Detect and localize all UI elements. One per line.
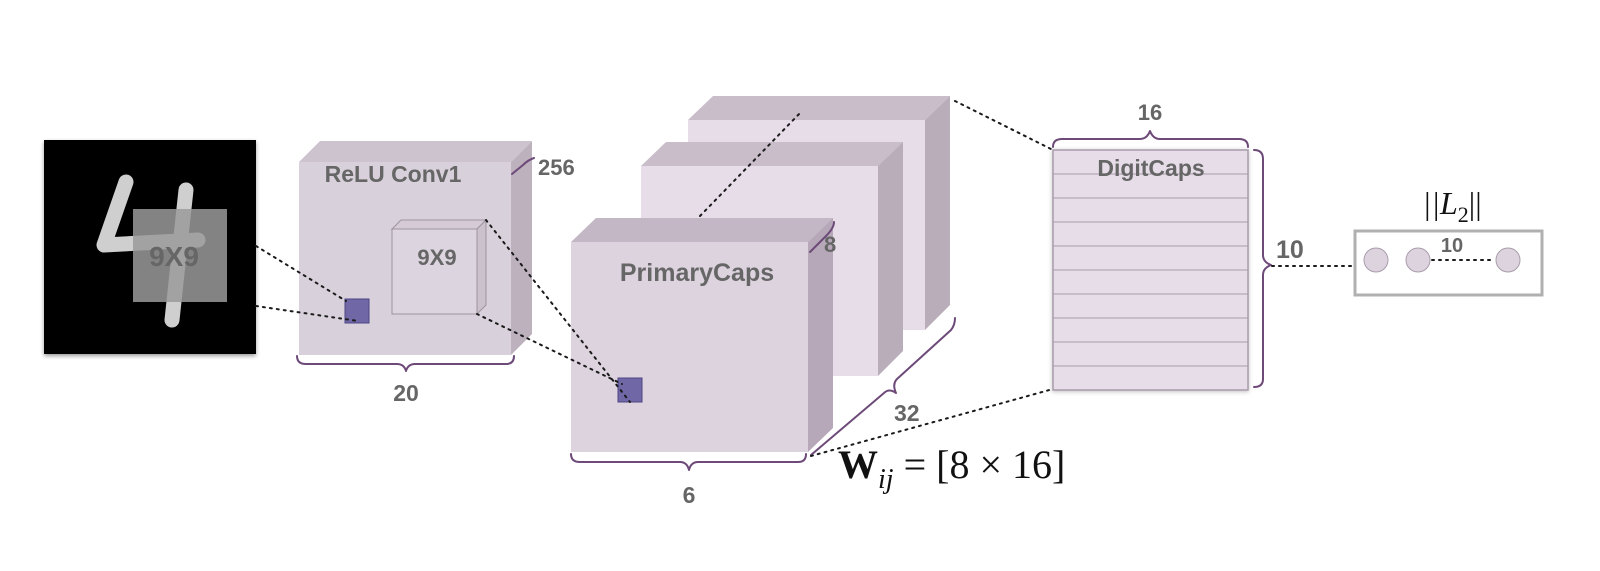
conv1-title: ReLU Conv1 bbox=[325, 161, 462, 187]
conv1-width-label: 20 bbox=[393, 380, 419, 406]
primarycaps-count-label: 32 bbox=[894, 400, 920, 426]
primarycaps-depth-label: 8 bbox=[824, 232, 836, 257]
conv1-width-brace bbox=[296, 355, 515, 372]
digitcaps-width-brace bbox=[1052, 130, 1249, 148]
digitcaps-rows bbox=[1053, 173, 1248, 367]
input-kernel-window bbox=[133, 209, 227, 302]
digitcaps-height-brace bbox=[1253, 149, 1272, 388]
digitcaps-height-label: 10 bbox=[1276, 236, 1304, 264]
output-count-label: 10 bbox=[1441, 235, 1463, 257]
primarycaps-block-front: PrimaryCaps 8 bbox=[571, 218, 836, 452]
primarycaps-title: PrimaryCaps bbox=[620, 259, 774, 287]
output-norm-label: ||L2|| bbox=[1422, 185, 1481, 227]
digitcaps-matrix: DigitCaps 16 10 bbox=[1052, 100, 1304, 391]
input-kernel-label: 9X9 bbox=[149, 241, 199, 272]
output-node bbox=[1405, 247, 1431, 273]
digitcaps-width-label: 16 bbox=[1138, 100, 1162, 125]
conv1-inner-kernel: 9X9 bbox=[390, 218, 488, 316]
primarycaps-width-brace bbox=[570, 453, 807, 471]
braces bbox=[296, 130, 1272, 471]
conv1-depth-label: 256 bbox=[538, 155, 575, 180]
conv1-kernel-label: 9X9 bbox=[417, 245, 456, 270]
conv1-output-unit bbox=[344, 298, 370, 324]
weight-matrix-label: Wij = [8 × 16] bbox=[838, 442, 1065, 495]
digitcaps-title: DigitCaps bbox=[1097, 155, 1204, 181]
primarycaps-width-label: 6 bbox=[683, 482, 696, 508]
conv1-top-face bbox=[299, 141, 532, 162]
conv1-depth-brace bbox=[511, 157, 535, 175]
conv1-side-face bbox=[511, 141, 532, 355]
primarycaps-count-brace bbox=[810, 317, 956, 456]
output-node bbox=[1363, 247, 1389, 273]
primarycaps-depth-brace bbox=[809, 221, 835, 253]
output-norm-box: 10 ||L2|| bbox=[1353, 185, 1544, 297]
connector-lines bbox=[255, 100, 1356, 457]
output-node bbox=[1495, 247, 1521, 273]
primarycaps-output-unit bbox=[617, 377, 643, 403]
input-image: 9X9 bbox=[44, 140, 256, 354]
conv1-block: ReLU Conv1 9X9 256 20 bbox=[299, 141, 575, 406]
